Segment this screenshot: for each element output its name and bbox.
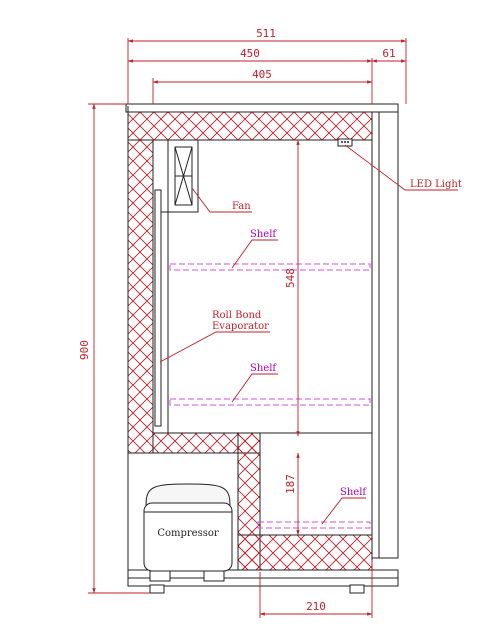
compressor bbox=[143, 483, 233, 582]
label-fan: Fan bbox=[232, 201, 251, 212]
door bbox=[371, 111, 399, 559]
top-cap bbox=[125, 103, 399, 113]
label-evaporator-line2: Evaporator bbox=[212, 321, 269, 332]
leader-lines bbox=[159, 144, 458, 525]
label-shelf-lower: Shelf bbox=[340, 487, 367, 498]
shelves bbox=[169, 263, 371, 529]
dim-door-depth: 61 bbox=[382, 47, 395, 60]
dim-body-width: 450 bbox=[240, 47, 260, 60]
foot-right bbox=[349, 584, 365, 594]
dimension-lines bbox=[88, 38, 407, 618]
label-compressor: Compressor bbox=[157, 528, 219, 539]
label-evaporator-line1: Roll Bond bbox=[212, 310, 262, 321]
label-shelf-upper: Shelf bbox=[250, 229, 277, 240]
dim-step-width: 210 bbox=[306, 600, 326, 613]
shelf-middle bbox=[169, 398, 371, 406]
shelf-upper bbox=[169, 263, 371, 271]
dim-interior-height: 548 bbox=[284, 268, 297, 288]
insulation-left bbox=[127, 139, 154, 454]
roll-bond-evaporator bbox=[154, 189, 169, 433]
dim-lower-height: 187 bbox=[284, 474, 297, 494]
label-shelf-middle: Shelf bbox=[250, 363, 277, 374]
label-led-light: LED Light bbox=[410, 179, 462, 190]
dim-total-width: 511 bbox=[256, 27, 276, 40]
shelf-lower bbox=[257, 521, 371, 529]
dim-interior-width: 405 bbox=[252, 68, 272, 81]
led-light bbox=[337, 138, 353, 147]
fan bbox=[167, 139, 199, 213]
foot-left bbox=[149, 584, 165, 594]
cabinet-outline bbox=[125, 103, 399, 594]
insulation-bottom bbox=[237, 534, 373, 571]
dim-total-height: 900 bbox=[78, 340, 91, 360]
